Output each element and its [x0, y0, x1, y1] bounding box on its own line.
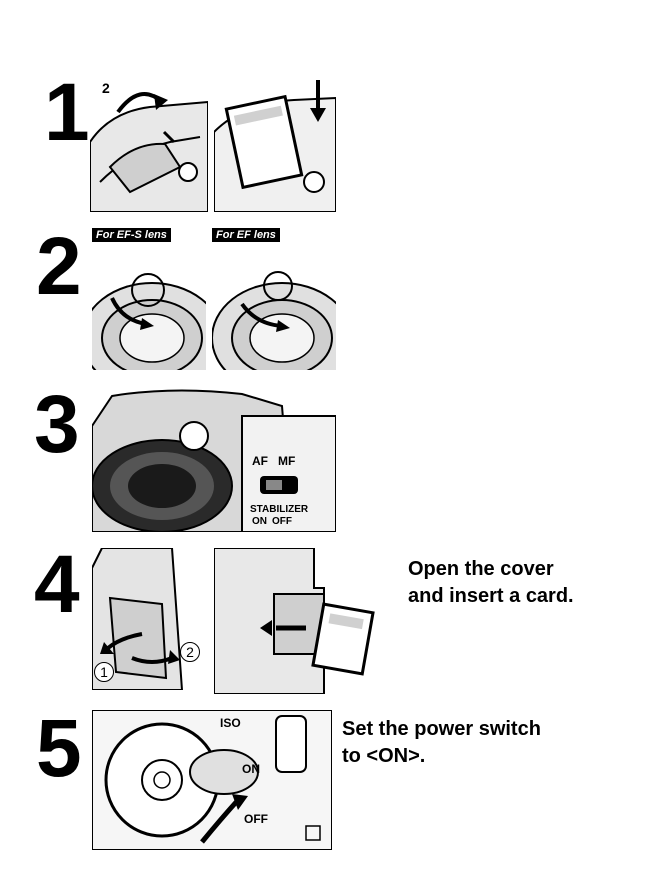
step4-caption-line1: Open the cover [408, 556, 554, 582]
step-number-3: 3 [34, 384, 78, 466]
step4-photo-open-cover: 1 2 [92, 548, 208, 690]
switch-label-off: OFF [272, 516, 292, 527]
step5-caption-line2: to <ON>. [342, 743, 425, 769]
label-ef-s-lens: For EF-S lens [92, 228, 171, 242]
step5-photo-dial: ISO ON OFF [92, 710, 332, 850]
step-number-1: 1 [44, 72, 88, 154]
switch-label-mf: MF [278, 454, 295, 468]
label-ef-lens: For EF lens [212, 228, 280, 242]
step3-photo-camera: AF MF STABILIZER ON OFF [92, 386, 336, 532]
dial-label-off: OFF [244, 812, 268, 826]
step2-photo-ef-s: For EF-S lens [92, 228, 206, 370]
step5-caption-line1: Set the power switch [342, 716, 541, 742]
step4-caption-line2: and insert a card. [408, 583, 574, 609]
step4-photo-insert-card [214, 548, 392, 694]
step-number-5: 5 [36, 708, 80, 790]
step-number-2: 2 [36, 226, 80, 308]
step2-photo-ef: For EF lens [212, 228, 336, 370]
marker-circle-1: 1 [94, 662, 114, 682]
switch-label-af: AF [252, 454, 268, 468]
step-number-4: 4 [34, 544, 78, 626]
marker-circle-2: 2 [180, 642, 200, 662]
switch-label-on: ON [252, 516, 267, 527]
step1-photo-battery: 2 [90, 72, 208, 212]
dial-label-on: ON [242, 762, 260, 776]
step1-marker-2: 2 [102, 80, 110, 96]
switch-label-stabilizer: STABILIZER [250, 504, 308, 515]
dial-label-iso: ISO [220, 716, 241, 730]
step1-photo-insert [214, 72, 336, 212]
